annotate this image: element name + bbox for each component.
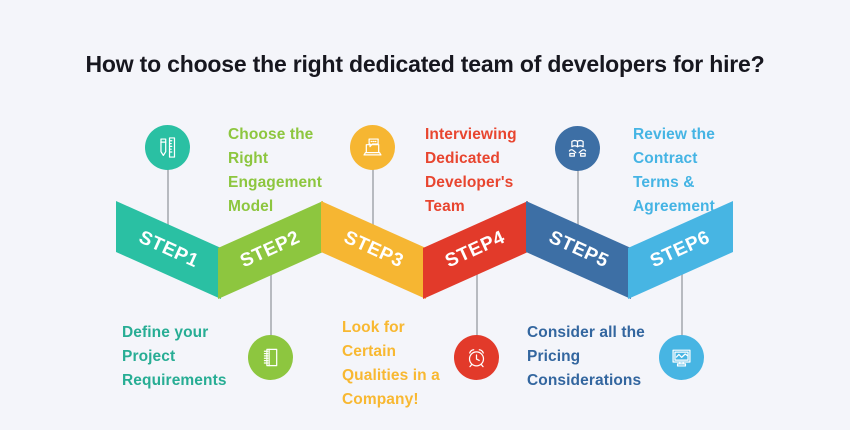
step-5-ribbon-segment: STEP5 [526,201,631,299]
step-5-icon-circle [555,126,600,171]
step-6-icon-circle [659,335,704,380]
step-5-connector-line [577,170,579,226]
step-2-description: Choose the Right Engagement Model [228,126,323,215]
step-1-ribbon-segment: STEP1 [116,201,221,299]
alarm-clock-icon [468,349,485,368]
step-4-description: Interviewing Dedicated Developer's Team [425,126,517,215]
step-3-connector-line [372,168,374,226]
step-1-description: Define your Project Requirements [122,324,227,389]
step-2-connector-line [270,274,272,337]
step-4-icon-circle [454,335,499,380]
step-3-icon-circle [350,125,395,170]
step-4-connector-line [476,274,478,337]
step-5-description: Consider all the Pricing Considerations [527,324,645,389]
step-6-ribbon-segment: STEP6 [628,201,733,299]
step-6-connector-line [681,274,683,337]
step-3-ribbon-segment: STEP3 [321,201,426,299]
laptop-chat-icon [363,138,382,156]
step-3-description: Look for Certain Qualities in a Company! [342,319,440,408]
step-1-icon-circle [145,125,190,170]
pencil-ruler-icon [160,137,176,158]
monitor-chart-icon [672,349,691,367]
step-2-icon-circle [248,335,293,380]
spiral-notebook-icon [263,348,278,367]
step-6-description: Review the Contract Terms & Agreement [633,126,715,215]
hands-book-icon [568,139,587,157]
step-1-connector-line [167,168,169,226]
step-2-ribbon-segment: STEP2 [218,201,323,299]
page-title: How to choose the right dedicated team o… [85,51,765,77]
step-4-ribbon-segment: STEP4 [423,201,528,299]
